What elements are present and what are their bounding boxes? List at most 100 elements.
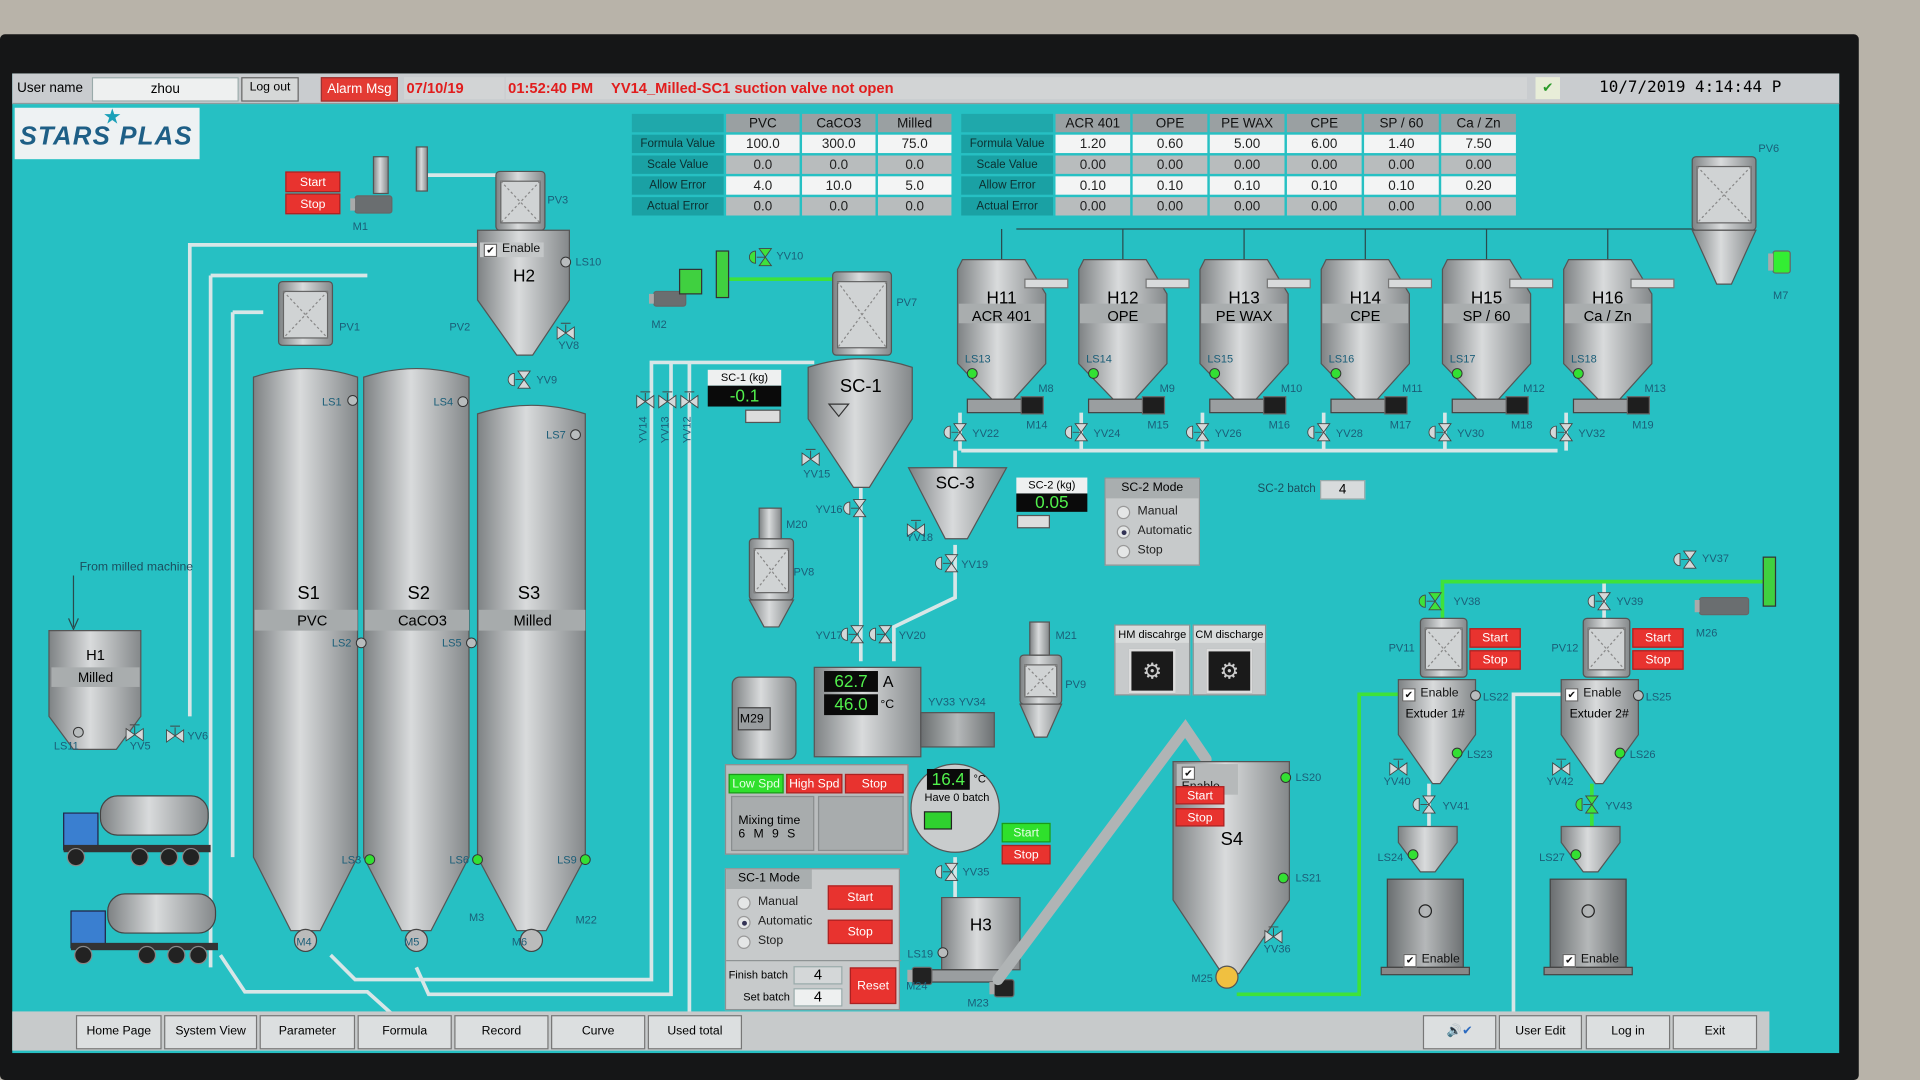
cell-value[interactable]: 75.0 — [877, 134, 952, 154]
column-header: Milled — [877, 113, 952, 133]
mixer-stop-button[interactable]: Stop — [844, 773, 904, 794]
level-switch-indicator — [472, 854, 483, 865]
valve-icon[interactable] — [1412, 795, 1436, 814]
sc1-mode-automatic[interactable]: Automatic — [726, 912, 814, 932]
nav-button[interactable]: Exit — [1672, 1015, 1758, 1050]
valve-icon[interactable] — [1064, 423, 1089, 442]
sound-alarm-icon[interactable]: 🔊✔ — [1422, 1015, 1497, 1050]
sc2-mode-stop[interactable]: Stop — [1106, 541, 1199, 561]
nav-button[interactable]: Used total — [647, 1015, 743, 1050]
sc1-mode-stop[interactable]: Stop — [726, 932, 814, 952]
mixer-high-speed-button[interactable]: High Spd — [786, 773, 843, 794]
nav-button[interactable]: Record — [454, 1015, 549, 1050]
cell-value[interactable]: 0.20 — [1441, 176, 1516, 195]
valve-icon[interactable] — [166, 725, 185, 743]
logout-button[interactable]: Log out — [241, 77, 299, 102]
nav-button[interactable]: Formula — [357, 1015, 452, 1050]
valve-icon[interactable] — [843, 499, 867, 518]
cell-value: 0.00 — [1209, 155, 1285, 174]
nav-button[interactable]: User Edit — [1498, 1015, 1583, 1050]
m1-stop-button[interactable]: Stop — [285, 193, 341, 215]
extruder-2-stop-button[interactable]: Stop — [1632, 650, 1684, 670]
cell-value[interactable]: 0.10 — [1055, 176, 1131, 195]
valve-icon[interactable] — [868, 625, 893, 644]
valve-icon[interactable] — [748, 248, 773, 267]
valve-icon[interactable] — [1389, 758, 1408, 776]
valve-icon[interactable] — [1587, 592, 1612, 611]
valve-icon[interactable] — [943, 423, 967, 442]
hm-discharge-button[interactable]: HM discahrge ⚙ — [1114, 624, 1191, 696]
sc1-start-button[interactable]: Start — [827, 885, 893, 910]
nav-button[interactable]: System View — [164, 1015, 258, 1050]
extruder-1-enable-checkbox[interactable]: ✔Enable — [1402, 687, 1459, 702]
sc1-stop-button[interactable]: Stop — [827, 919, 893, 945]
cell-value[interactable]: 0.60 — [1132, 134, 1208, 154]
valve-icon[interactable] — [935, 554, 959, 573]
reset-button[interactable]: Reset — [849, 967, 897, 1005]
cell-value[interactable]: 6.00 — [1286, 134, 1362, 154]
valve-icon[interactable] — [801, 448, 820, 467]
cell-value[interactable]: 5.0 — [877, 176, 952, 195]
extruder-1-stop-button[interactable]: Stop — [1469, 650, 1521, 670]
cell-value[interactable]: 4.0 — [726, 176, 800, 195]
valve-icon[interactable] — [1307, 423, 1331, 442]
tag-ls1: LS1 — [322, 396, 342, 408]
valve-icon[interactable] — [636, 391, 655, 409]
cell-value[interactable]: 7.50 — [1441, 134, 1516, 154]
sc2-batch-field[interactable]: 4 — [1320, 480, 1366, 500]
user-name-field[interactable]: zhou — [91, 77, 239, 102]
sc1-mode-manual[interactable]: Manual — [726, 893, 814, 913]
valve-icon[interactable] — [1428, 423, 1452, 442]
valve-icon[interactable] — [507, 370, 532, 389]
valve-icon[interactable] — [935, 862, 959, 881]
nav-button[interactable]: Curve — [551, 1015, 646, 1050]
valve-icon[interactable] — [1673, 550, 1697, 569]
valve-icon[interactable] — [680, 391, 699, 409]
s4-stop-button[interactable]: Stop — [1175, 808, 1225, 827]
s4-start-button[interactable]: Start — [1175, 786, 1225, 805]
sc2-mode-automatic[interactable]: Automatic — [1106, 522, 1199, 542]
extruder-2-machine-enable-checkbox[interactable]: ✔Enable — [1562, 953, 1619, 968]
valve-icon[interactable] — [125, 724, 144, 742]
tag-yv9: YV9 — [536, 374, 557, 386]
valve-icon[interactable] — [1186, 423, 1210, 442]
cell-value[interactable]: 0.10 — [1286, 176, 1362, 195]
valve-icon[interactable] — [1264, 926, 1283, 944]
extruder-1-start-button[interactable]: Start — [1469, 628, 1521, 648]
cell-value[interactable]: 0.10 — [1209, 176, 1285, 195]
valve-icon[interactable] — [906, 519, 925, 538]
cell-value[interactable]: 5.00 — [1209, 134, 1285, 154]
valve-icon[interactable] — [1552, 758, 1571, 776]
cell-value[interactable]: 0.10 — [1132, 176, 1208, 195]
nav-button[interactable]: Home Page — [75, 1015, 162, 1050]
set-batch-field[interactable]: 4 — [793, 988, 843, 1007]
extruder-1-machine-enable-checkbox[interactable]: ✔Enable — [1403, 953, 1460, 968]
cell-value[interactable]: 1.40 — [1364, 134, 1439, 154]
h2-enable-checkbox[interactable]: ✔Enable — [480, 242, 544, 258]
cell-value[interactable]: 300.0 — [802, 134, 876, 154]
cell-value[interactable]: 1.20 — [1055, 134, 1131, 154]
nav-button[interactable]: Log in — [1585, 1015, 1671, 1050]
cell-value[interactable]: 100.0 — [726, 134, 800, 154]
mixer-low-speed-button[interactable]: Low Spd — [728, 773, 784, 794]
valve-icon[interactable] — [658, 391, 677, 409]
status-check-icon[interactable]: ✔ — [1535, 77, 1561, 100]
cooler-start-button[interactable]: Start — [1001, 822, 1051, 843]
valve-icon[interactable] — [556, 322, 575, 341]
cooler-stop-button[interactable]: Stop — [1001, 844, 1051, 865]
level-switch-indicator — [1570, 849, 1582, 861]
cell-value[interactable]: 0.10 — [1364, 176, 1439, 195]
cell-value[interactable]: 10.0 — [802, 176, 876, 195]
valve-icon[interactable] — [1575, 795, 1599, 814]
valve-icon[interactable] — [840, 625, 865, 644]
nav-button[interactable]: Parameter — [259, 1015, 356, 1050]
cm-discharge-button[interactable]: CM discharge ⚙ — [1192, 624, 1267, 696]
valve-icon[interactable] — [1418, 592, 1443, 611]
extruder-2-start-button[interactable]: Start — [1632, 628, 1684, 648]
alarm-msg-button[interactable]: Alarm Msg — [320, 77, 398, 102]
valve-icon[interactable] — [1549, 423, 1574, 442]
extruder-2-enable-checkbox[interactable]: ✔Enable — [1564, 687, 1621, 702]
sc2-mode-manual[interactable]: Manual — [1106, 502, 1199, 522]
m1-start-button[interactable]: Start — [285, 171, 341, 193]
